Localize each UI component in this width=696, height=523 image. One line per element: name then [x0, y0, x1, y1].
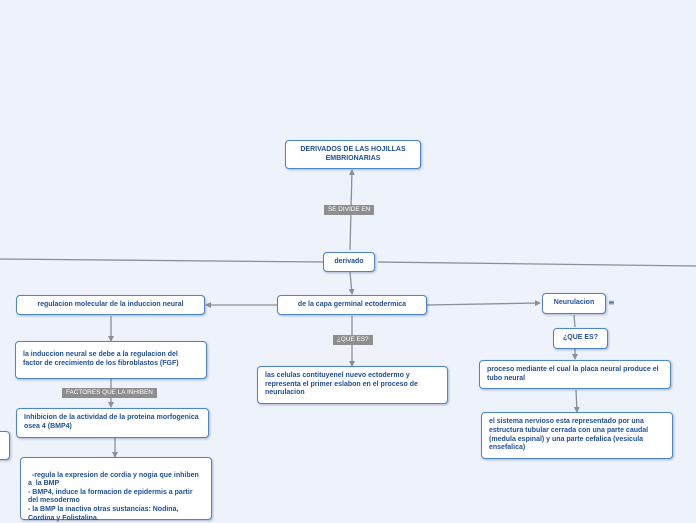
node-partial-left[interactable]	[0, 431, 10, 460]
node-que-es-neurulacion[interactable]: ¿QUE ES?	[553, 328, 608, 349]
edge-derivado-ectodermo	[348, 271, 355, 295]
edge-ectodermo-neurulacion	[426, 300, 541, 307]
node-proceso[interactable]: proceso mediante el cual la placa neural…	[479, 360, 671, 389]
node-sistema-text: el sistema nervioso esta representado po…	[489, 418, 649, 452]
label-que-es: ¿QUE ES?	[333, 335, 373, 345]
edge-proceso-sistema	[573, 389, 580, 413]
node-root-text: DERIVADOS DE LAS HOJILLAS EMBRIONARIAS	[300, 145, 406, 162]
node-proceso-text: proceso mediante el cual la placa neural…	[487, 365, 659, 382]
node-celulas[interactable]: las celulas contituyenel nuevo ectodermo…	[257, 366, 448, 404]
node-que-es-neurulacion-text: ¿QUE ES?	[562, 334, 598, 342]
node-derivado-text: derivado	[334, 257, 364, 265]
edge-neurulacion-quees	[573, 314, 576, 328]
node-neurulacion[interactable]: Neurulacion	[542, 293, 606, 314]
label-factores-que-la-inhiben: FACTORES QUE LA INHIBEN	[62, 388, 157, 398]
node-induccion[interactable]: la induccion neural se debe a la regulac…	[15, 341, 207, 379]
node-ectodermo-text: de la capa germinal ectodermica	[297, 300, 407, 308]
node-root[interactable]: DERIVADOS DE LAS HOJILLAS EMBRIONARIAS	[285, 140, 421, 169]
node-neurulacion-text: Neurulacion	[553, 299, 595, 307]
edge-left-offscreen	[0, 258, 325, 263]
label-se-divide-en: SE DIVIDE EN	[324, 205, 375, 215]
edge-right-offscreen	[377, 261, 696, 267]
node-induccion-text: la induccion neural se debe a la regulac…	[23, 351, 179, 367]
node-inhibicion-text: Inhibicion de la actividad de la protein…	[24, 414, 199, 430]
menu-lines-icon[interactable]: ≡	[608, 298, 615, 307]
node-regulacion[interactable]: regulacion molecular de la induccion neu…	[16, 295, 205, 315]
node-sistema[interactable]: el sistema nervioso esta representado po…	[481, 412, 673, 459]
node-cordina-text: -regula la expresion de cordia y nogia q…	[28, 471, 199, 522]
node-derivado[interactable]: derivado	[323, 252, 375, 272]
node-ectodermo[interactable]: de la capa germinal ectodermica	[277, 295, 427, 315]
node-inhibicion[interactable]: Inhibicion de la actividad de la protein…	[16, 408, 209, 438]
node-cordina[interactable]: -regula la expresion de cordia y nogia q…	[20, 457, 212, 522]
node-regulacion-text: regulacion molecular de la induccion neu…	[37, 300, 184, 308]
node-celulas-text: las celulas contituyenel nuevo ectodermo…	[265, 372, 418, 397]
